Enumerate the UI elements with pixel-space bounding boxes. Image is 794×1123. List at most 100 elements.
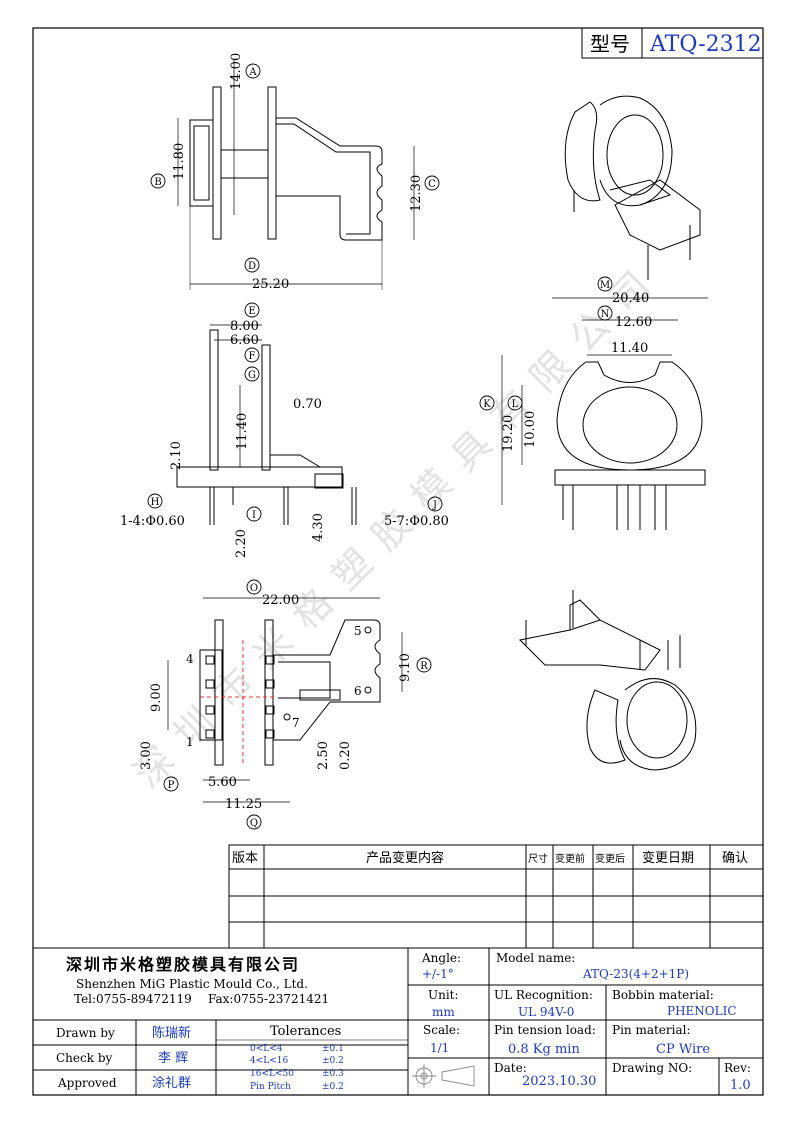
- date-label: Date:: [494, 1061, 527, 1075]
- dim-25-20: 25.20: [252, 277, 289, 292]
- pin-material-value: CP Wire: [656, 1042, 710, 1057]
- change-table: [228, 844, 764, 949]
- dim-4-30: 4.30: [311, 513, 326, 542]
- company-tel: Tel:0755-89472119: [74, 992, 192, 1006]
- dim-8: 8.00: [230, 319, 259, 334]
- callout-E: E: [248, 306, 255, 317]
- drawing-no-label: Drawing NO:: [612, 1061, 692, 1075]
- callout-C: C: [428, 179, 436, 190]
- dim-11-40b: 11.40: [611, 341, 648, 356]
- dim-6-60: 6.60: [230, 333, 259, 348]
- scale-label: Scale:: [423, 1023, 460, 1037]
- dim-10: 10.00: [523, 411, 538, 448]
- center-marks: [200, 640, 275, 765]
- callout-L: L: [512, 399, 519, 410]
- callout-J: J: [432, 500, 437, 511]
- callout-D: D: [248, 261, 256, 272]
- company-fax: Fax:0755-23721421: [208, 992, 329, 1006]
- callout-Q: Q: [250, 818, 258, 829]
- tol-range-0: 0<L<4: [250, 1044, 283, 1054]
- callout-B: B: [154, 177, 161, 188]
- end-view: [501, 297, 708, 530]
- pin-label-7: 7: [292, 716, 300, 730]
- callout-F: F: [249, 351, 256, 362]
- dim-2-20: 2.20: [234, 529, 249, 558]
- ul-value: UL 94V-0: [518, 1005, 574, 1019]
- pin-label-5: 5: [354, 624, 362, 638]
- angle-value: +/-1°: [422, 967, 454, 981]
- rev-label: Rev:: [724, 1061, 751, 1075]
- tol-range-2: 16<L<50: [250, 1069, 294, 1079]
- iso-view-top: [564, 95, 701, 280]
- approved-value: 涂礼群: [152, 1075, 191, 1091]
- dim-11-80: 11.80: [172, 143, 187, 180]
- projection-symbol-icon: [412, 1064, 475, 1088]
- company-name-en: Shenzhen MiG Plastic Mould Co., Ltd.: [76, 977, 308, 991]
- tol-val-3: ±0.2: [322, 1082, 344, 1092]
- dim-12-60: 12.60: [615, 315, 652, 330]
- scale-value: 1/1: [430, 1041, 449, 1055]
- tol-val-2: ±0.3: [322, 1069, 344, 1079]
- bobbin-value: PHENOLIC: [667, 1004, 737, 1018]
- dim-5-60: 5.60: [208, 775, 237, 790]
- iso-view-bottom: [518, 590, 697, 771]
- chg-hdr-content: 产品变更内容: [366, 850, 444, 866]
- approved-label: Approved: [57, 1076, 117, 1090]
- dim-9: 9.00: [149, 683, 164, 712]
- callout-A: A: [248, 67, 257, 78]
- sheet-border: [32, 27, 764, 1096]
- drawn-value: 陈瑞新: [152, 1025, 191, 1041]
- callout-O: O: [250, 583, 258, 594]
- dim-2-10: 2.10: [169, 441, 184, 470]
- tolerances-title: Tolerances: [270, 1024, 341, 1039]
- pin-tension-value: 0.8 Kg min: [508, 1042, 580, 1057]
- model-number: ATQ-2312: [649, 32, 762, 57]
- bottom-view: [167, 597, 403, 803]
- callouts: [147, 63, 613, 830]
- callout-P: P: [168, 780, 175, 791]
- check-label: Check by: [56, 1051, 113, 1065]
- pin-tension-label: Pin tension load:: [494, 1023, 596, 1037]
- front-view: [176, 324, 357, 525]
- callout-M: M: [600, 280, 610, 291]
- pin-label-1: 1: [186, 735, 194, 749]
- chg-hdr-confirm: 确认: [722, 851, 748, 866]
- dim-9-10: 9.10: [398, 653, 413, 682]
- unit-label: Unit:: [428, 988, 459, 1002]
- dim-12-30: 12.30: [409, 175, 424, 212]
- callout-N: N: [601, 309, 610, 320]
- title-label: 型号: [590, 32, 630, 56]
- pin-5-7-dim: 5-7:Φ0.80: [384, 514, 449, 529]
- callout-G: G: [248, 370, 256, 381]
- callout-I: I: [252, 510, 256, 521]
- unit-value: mm: [432, 1005, 455, 1019]
- dim-11-25: 11.25: [225, 797, 262, 812]
- dim-19-20: 19.20: [501, 415, 516, 452]
- callout-H: H: [151, 497, 160, 508]
- pin-material-label: Pin material:: [612, 1023, 691, 1037]
- ul-label: UL Recognition:: [494, 988, 593, 1002]
- chg-hdr-date: 变更日期: [642, 850, 694, 866]
- chg-hdr-after: 变更后: [595, 852, 625, 865]
- pin-label-4: 4: [186, 652, 194, 666]
- company-name-cn: 深圳市米格塑胶模具有限公司: [66, 955, 300, 974]
- model-title-box: 型号 ATQ-2312: [581, 27, 764, 59]
- dim-2-50: 2.50: [316, 741, 331, 770]
- title-block: [32, 947, 764, 1096]
- callout-K: K: [483, 399, 491, 410]
- chg-hdr-version: 版本: [232, 851, 258, 866]
- dim-11-40: 11.40: [235, 413, 250, 450]
- side-view: [177, 60, 415, 290]
- model-name-value: ATQ-23(4+2+1P): [582, 967, 689, 981]
- date-value: 2023.10.30: [522, 1074, 596, 1089]
- angle-label: Angle:: [421, 951, 461, 965]
- tol-val-0: ±0.1: [322, 1044, 344, 1054]
- pin-label-6: 6: [354, 684, 362, 698]
- pin-circles: [283, 626, 372, 721]
- bobbin-label: Bobbin material:: [612, 988, 714, 1002]
- dim-3: 3.00: [139, 741, 154, 770]
- model-name-label: Model name:: [496, 951, 575, 965]
- chg-hdr-before: 变更前: [555, 852, 585, 865]
- chg-hdr-size: 尺寸: [528, 852, 548, 865]
- tol-range-1: 4<L<16: [250, 1056, 289, 1066]
